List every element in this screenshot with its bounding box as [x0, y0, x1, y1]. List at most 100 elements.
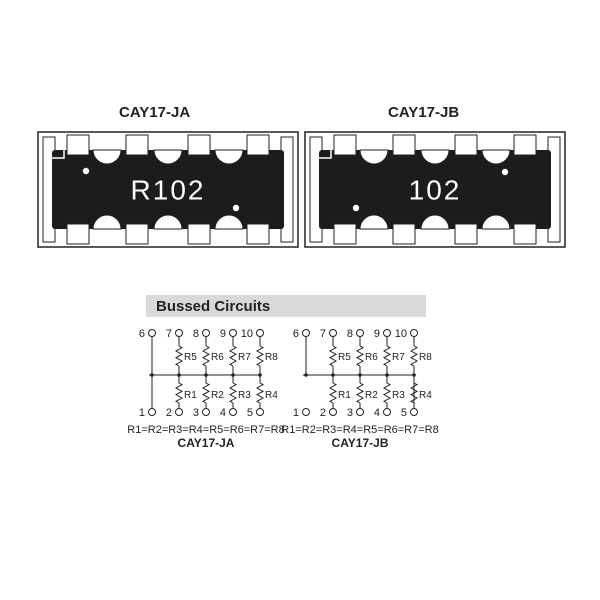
resistor-label: R2 — [365, 390, 378, 401]
terminal-pad-top — [333, 134, 357, 156]
terminal-pad-bottom — [246, 223, 270, 245]
resistor-symbol — [255, 345, 265, 367]
pin-terminal — [383, 329, 391, 337]
pin-terminal — [148, 408, 156, 416]
pin-label: 6 — [293, 328, 299, 340]
body-scallop — [359, 214, 389, 230]
body-scallop — [214, 149, 244, 165]
pin-label: 4 — [220, 407, 226, 419]
resistor-label: R3 — [392, 390, 405, 401]
pin-label: 9 — [220, 328, 226, 340]
pin-terminal — [410, 408, 418, 416]
pin-label: 7 — [320, 328, 326, 340]
resistor-label: R8 — [419, 352, 432, 363]
body-corner — [52, 150, 65, 159]
resistor-label: R3 — [238, 390, 251, 401]
resistor-symbol — [255, 382, 265, 404]
resistor-label: R1 — [338, 390, 351, 401]
pin-label: 3 — [347, 407, 353, 419]
pin-terminal — [329, 329, 337, 337]
pin-terminal — [410, 329, 418, 337]
pin-label: 10 — [395, 328, 407, 340]
junction-dot — [304, 373, 308, 377]
pin-label: 1 — [293, 407, 299, 419]
resistor-label: R1 — [184, 390, 197, 401]
terminal-pad-bottom — [125, 223, 149, 245]
body-scallop — [481, 149, 511, 165]
equation: R1=R2=R3=R4=R5=R6=R7=R8 — [127, 424, 284, 436]
pin-label: 2 — [320, 407, 326, 419]
resistor-symbol — [174, 382, 184, 404]
resistor-symbol — [382, 345, 392, 367]
package-drawing-ja: R102 — [37, 131, 299, 248]
resistor-symbol — [355, 382, 365, 404]
package-marking: 102 — [409, 175, 462, 206]
pin-terminal — [256, 408, 264, 416]
terminal-pad-top — [125, 134, 149, 156]
resistor-symbol — [382, 382, 392, 404]
junction-dot — [150, 373, 154, 377]
section-title: Bussed Circuits — [156, 298, 271, 315]
resistor-label: R4 — [265, 390, 278, 401]
pin-terminal — [229, 329, 237, 337]
package-title-jb: CAY17-JB — [388, 104, 460, 121]
pin-terminal — [383, 408, 391, 416]
pin1-dot — [82, 167, 90, 175]
terminal-pad-top — [66, 134, 90, 156]
section-banner: Bussed Circuits — [146, 295, 426, 317]
pin-label: 5 — [247, 407, 253, 419]
resistor-label: R2 — [211, 390, 224, 401]
terminal-pad-top — [454, 134, 478, 156]
resistor-label: R5 — [184, 352, 197, 363]
resistor-symbol — [228, 382, 238, 404]
resistor-label: R5 — [338, 352, 351, 363]
circuit-title: CAY17-JB — [332, 436, 389, 450]
pin1-dot — [232, 204, 240, 212]
terminal-pad-bottom — [513, 223, 537, 245]
terminal-pad-top — [392, 134, 416, 156]
pin-label: 10 — [241, 328, 253, 340]
resistor-symbol — [174, 345, 184, 367]
resistor-label: R6 — [365, 352, 378, 363]
resistor-symbol — [201, 345, 211, 367]
resistor-symbol — [228, 345, 238, 367]
pin-terminal — [175, 329, 183, 337]
resistor-label: R4 — [419, 390, 432, 401]
pin1-dot — [352, 204, 360, 212]
body-scallop — [359, 149, 389, 165]
pin-label: 9 — [374, 328, 380, 340]
resistor-body — [319, 150, 551, 229]
body-scallop — [420, 214, 450, 230]
pin-label: 1 — [139, 407, 145, 419]
circuit-title: CAY17-JA — [178, 436, 235, 450]
pin-terminal — [256, 329, 264, 337]
resistor-symbol — [409, 345, 419, 367]
pin-terminal — [229, 408, 237, 416]
body-scallop — [153, 214, 183, 230]
pin-label: 4 — [374, 407, 380, 419]
terminal-pad-top — [513, 134, 537, 156]
body-corner — [319, 150, 332, 159]
equation: R1=R2=R3=R4=R5=R6=R7=R8 — [281, 424, 438, 436]
pin-terminal — [202, 329, 210, 337]
resistor-symbol — [201, 382, 211, 404]
terminal-pad-bottom — [333, 223, 357, 245]
pin-terminal — [202, 408, 210, 416]
package-title-ja: CAY17-JA — [119, 104, 191, 121]
pin-label: 8 — [193, 328, 199, 340]
terminal-pad-bottom — [392, 223, 416, 245]
pin-label: 7 — [166, 328, 172, 340]
resistor-symbol — [328, 345, 338, 367]
body-scallop — [481, 214, 511, 230]
body-scallop — [420, 149, 450, 165]
pin-terminal — [329, 408, 337, 416]
pin-terminal — [302, 329, 310, 337]
body-scallop — [153, 149, 183, 165]
pin-label: 6 — [139, 328, 145, 340]
package-marking: R102 — [131, 175, 206, 206]
terminal-pad-bottom — [66, 223, 90, 245]
pin-terminal — [148, 329, 156, 337]
